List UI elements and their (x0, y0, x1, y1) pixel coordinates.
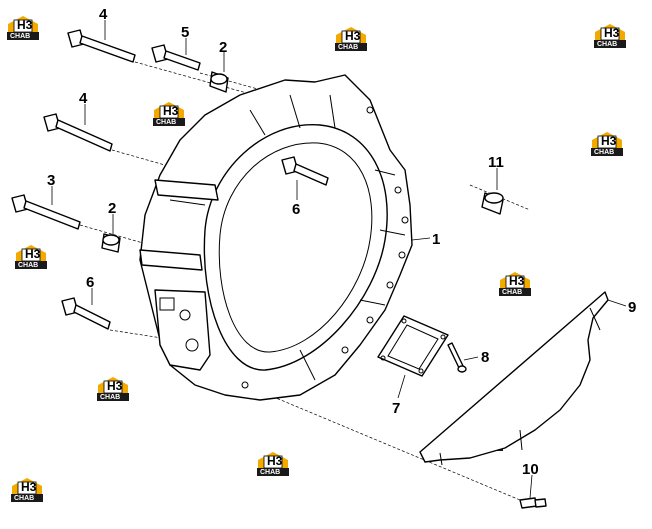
svg-text:H3: H3 (604, 26, 620, 40)
callout-number: 4 (99, 6, 108, 23)
svg-text:H3: H3 (107, 379, 123, 393)
svg-text:CHAB: CHAB (502, 289, 522, 296)
svg-text:CHAB: CHAB (594, 149, 614, 156)
callout-number: 7 (392, 400, 400, 417)
svg-text:H3: H3 (509, 274, 525, 288)
shield-bolt (519, 497, 547, 509)
callout-number: 11 (488, 154, 504, 171)
svg-text:CHAB: CHAB (10, 33, 30, 40)
svg-text:CHAB: CHAB (100, 394, 120, 401)
svg-text:CHAB: CHAB (338, 44, 358, 51)
svg-text:CHAB: CHAB (597, 41, 617, 48)
svg-text:CHAB: CHAB (18, 262, 38, 269)
watermark-logo: H3 CHAB (9, 475, 45, 503)
callout-number: 1 (432, 231, 440, 248)
long-bolt (67, 29, 136, 63)
callout-number: 4 (79, 90, 88, 107)
callout-number: 9 (628, 299, 636, 316)
callout-number: 3 (47, 172, 55, 189)
watermark-logo: H3 CHAB (255, 449, 291, 477)
callout-number: 2 (219, 39, 227, 56)
svg-text:H3: H3 (163, 104, 179, 118)
spacer-sleeve (101, 233, 121, 253)
svg-text:H3: H3 (345, 29, 361, 43)
watermark-logo: H3 CHAB (95, 374, 131, 402)
svg-text:CHAB: CHAB (14, 495, 34, 502)
watermark-logo: H3 CHAB (151, 99, 187, 127)
cover-plate (377, 315, 449, 377)
long-bolt (11, 194, 81, 230)
flange-bolt (281, 156, 329, 186)
svg-text:H3: H3 (17, 18, 33, 32)
svg-text:CHAB: CHAB (156, 119, 176, 126)
callout-number: 6 (86, 274, 94, 291)
watermark-logo: H3 CHAB (5, 13, 41, 41)
svg-text:CHAB: CHAB (260, 469, 280, 476)
watermark-logo: H3 CHAB (592, 21, 628, 49)
watermark-logo: H3 CHAB (497, 269, 533, 297)
bushing (481, 192, 504, 215)
callout-number: 5 (181, 24, 189, 41)
long-bolt (43, 113, 113, 152)
svg-text:H3: H3 (601, 134, 617, 148)
watermark-logo: H3 CHAB (333, 24, 369, 52)
watermark-logo: H3 CHAB (589, 129, 625, 157)
watermark-logo: H3 CHAB (13, 242, 49, 270)
flywheel-housing (139, 74, 413, 401)
svg-text:H3: H3 (25, 247, 41, 261)
callout-number: 8 (481, 349, 489, 366)
svg-text:H3: H3 (21, 480, 37, 494)
dust-shield (419, 291, 609, 466)
leader-lines (51, 20, 627, 499)
flange-bolt (61, 297, 111, 330)
callout-number: 6 (292, 201, 300, 218)
callout-number: 10 (522, 461, 539, 478)
spacer-sleeve (209, 71, 229, 93)
svg-text:H3: H3 (267, 454, 283, 468)
short-bolt (151, 44, 201, 71)
plate-screw (447, 342, 467, 373)
callout-number: 2 (108, 200, 116, 217)
